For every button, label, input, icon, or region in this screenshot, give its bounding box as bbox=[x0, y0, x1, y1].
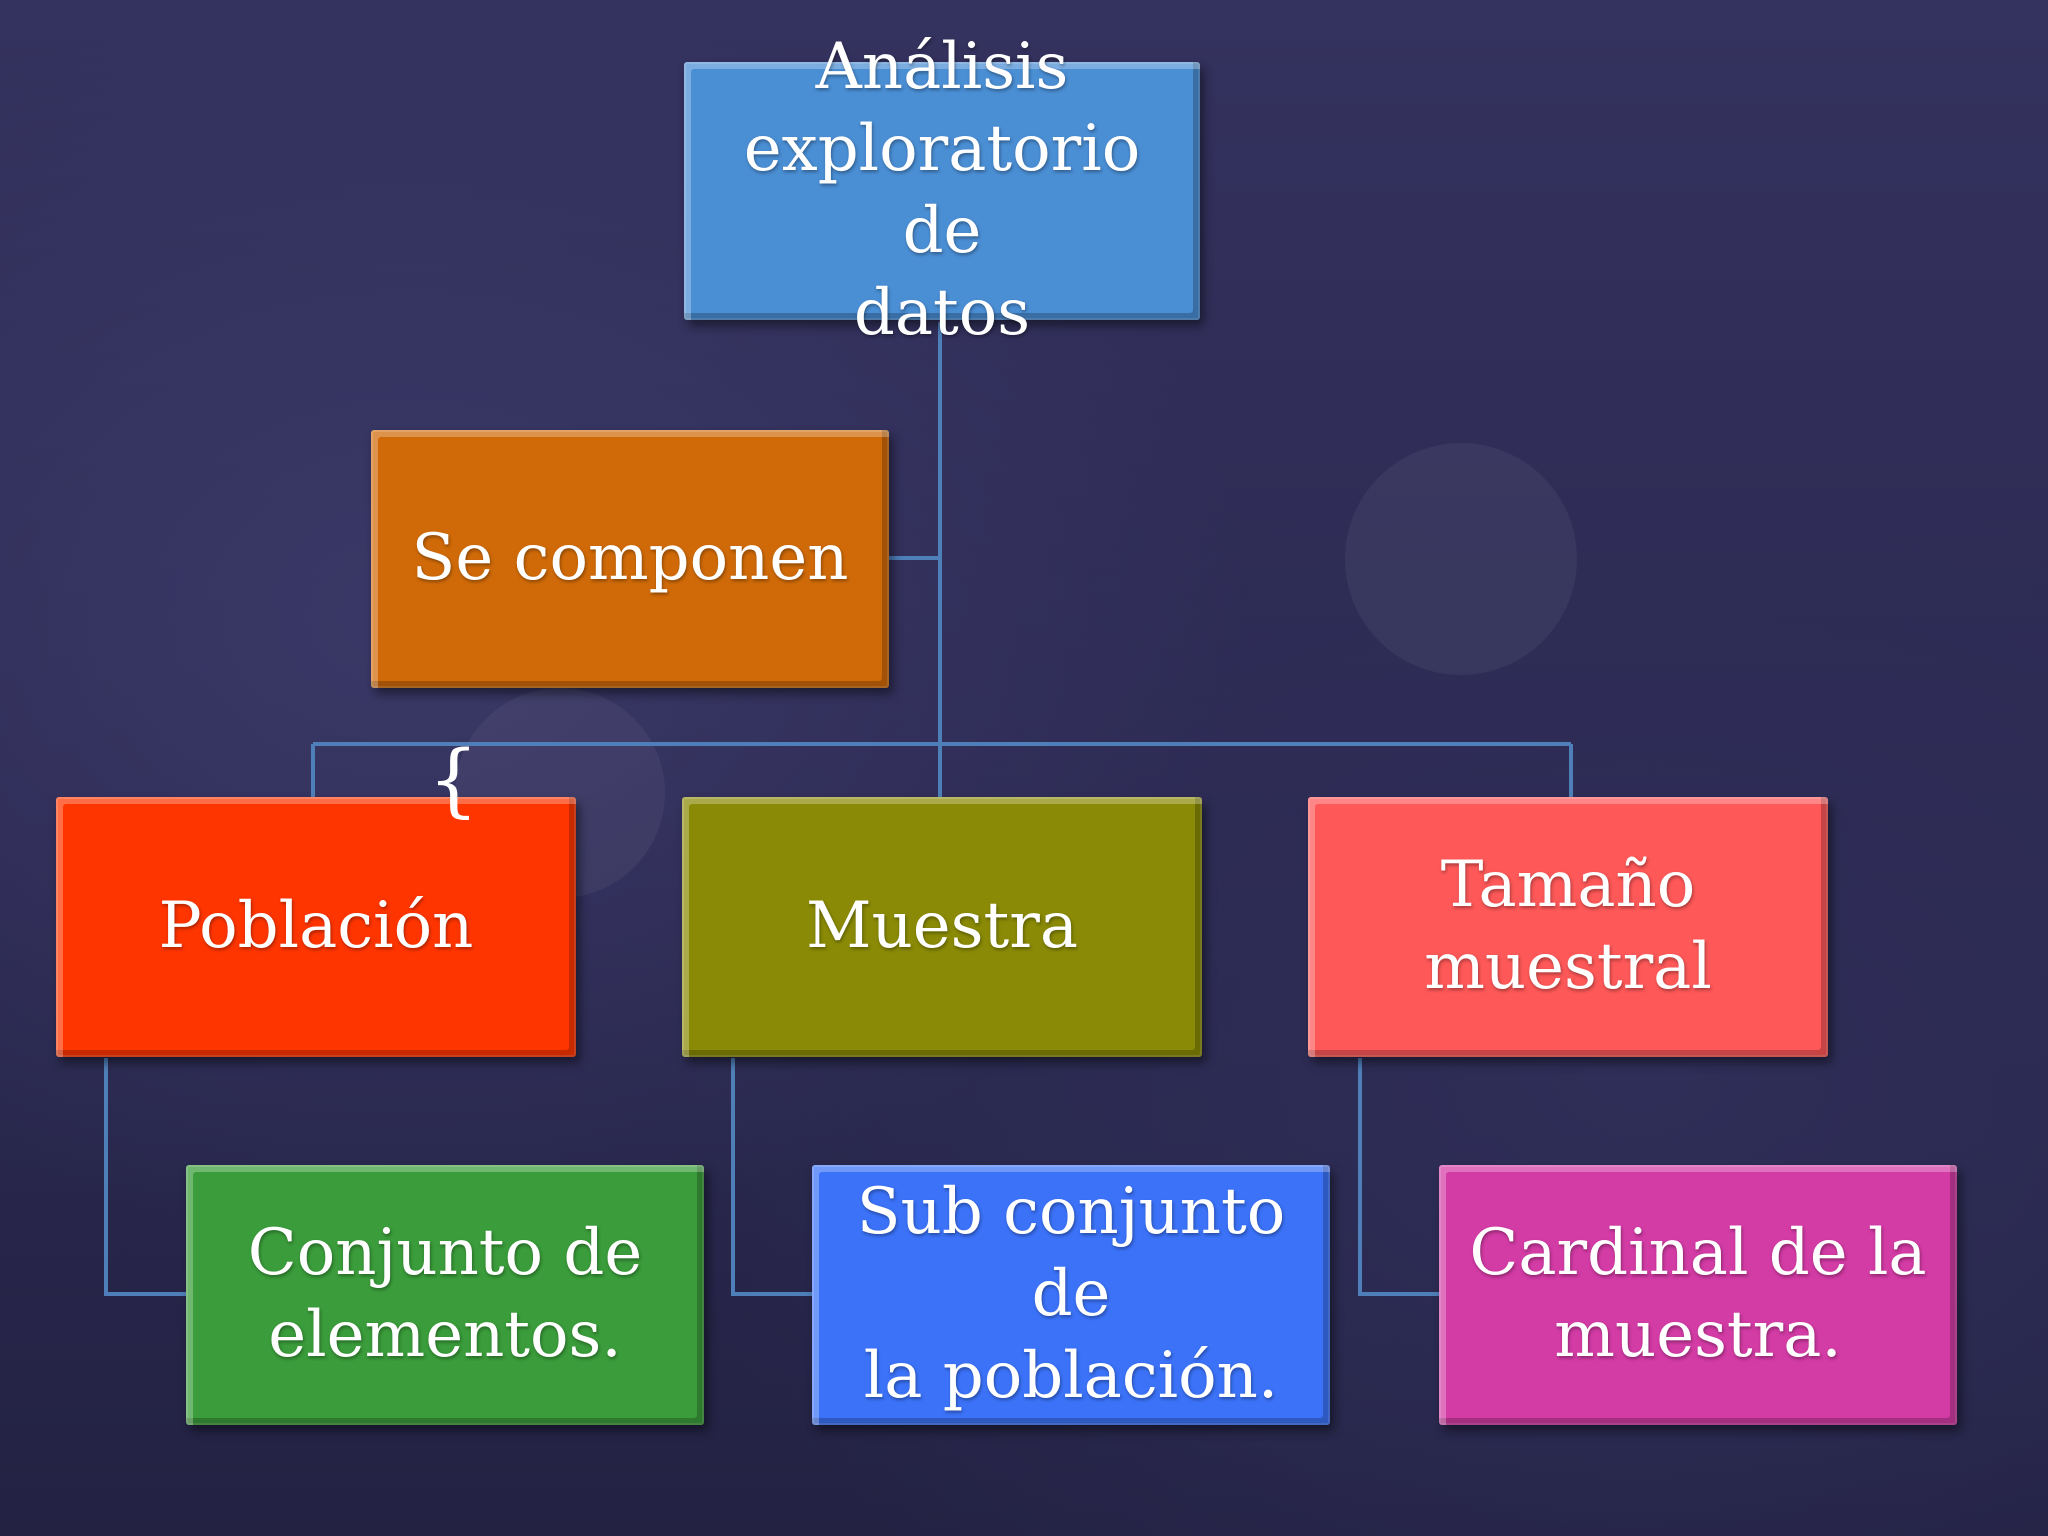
node-label: Población bbox=[158, 889, 474, 964]
node-label: Sub conjunto de la población. bbox=[856, 1175, 1286, 1413]
connector-tamano-child bbox=[1358, 1058, 1441, 1296]
node-poblacion: Población bbox=[56, 797, 576, 1057]
connector-muestra-child bbox=[731, 1058, 814, 1296]
node-se-componen: Se componen bbox=[371, 430, 889, 688]
node-label: Conjunto de elementos. bbox=[247, 1216, 643, 1372]
node-muestra: Muestra bbox=[682, 797, 1202, 1057]
node-label: Análisis exploratorio de datos bbox=[743, 30, 1141, 350]
node-analisis-exploratorio: Análisis exploratorio de datos bbox=[684, 30, 1200, 350]
node-label: Se componen bbox=[411, 521, 849, 596]
node-label: Tamaño muestral bbox=[1424, 848, 1712, 1004]
node-cardinal-muestra: Cardinal de la muestra. bbox=[1439, 1165, 1957, 1425]
connector-poblacion-child bbox=[104, 1058, 188, 1296]
node-label: Muestra bbox=[806, 889, 1078, 964]
node-tamano-muestral: Tamaño muestral bbox=[1308, 797, 1828, 1057]
node-sub-conjunto: Sub conjunto de la población. bbox=[812, 1165, 1330, 1425]
stray-brace-glyph: { bbox=[428, 733, 479, 826]
node-conjunto-elementos: Conjunto de elementos. bbox=[186, 1165, 704, 1425]
background-bubble-right bbox=[1345, 443, 1577, 675]
node-label: Cardinal de la muestra. bbox=[1469, 1216, 1927, 1372]
